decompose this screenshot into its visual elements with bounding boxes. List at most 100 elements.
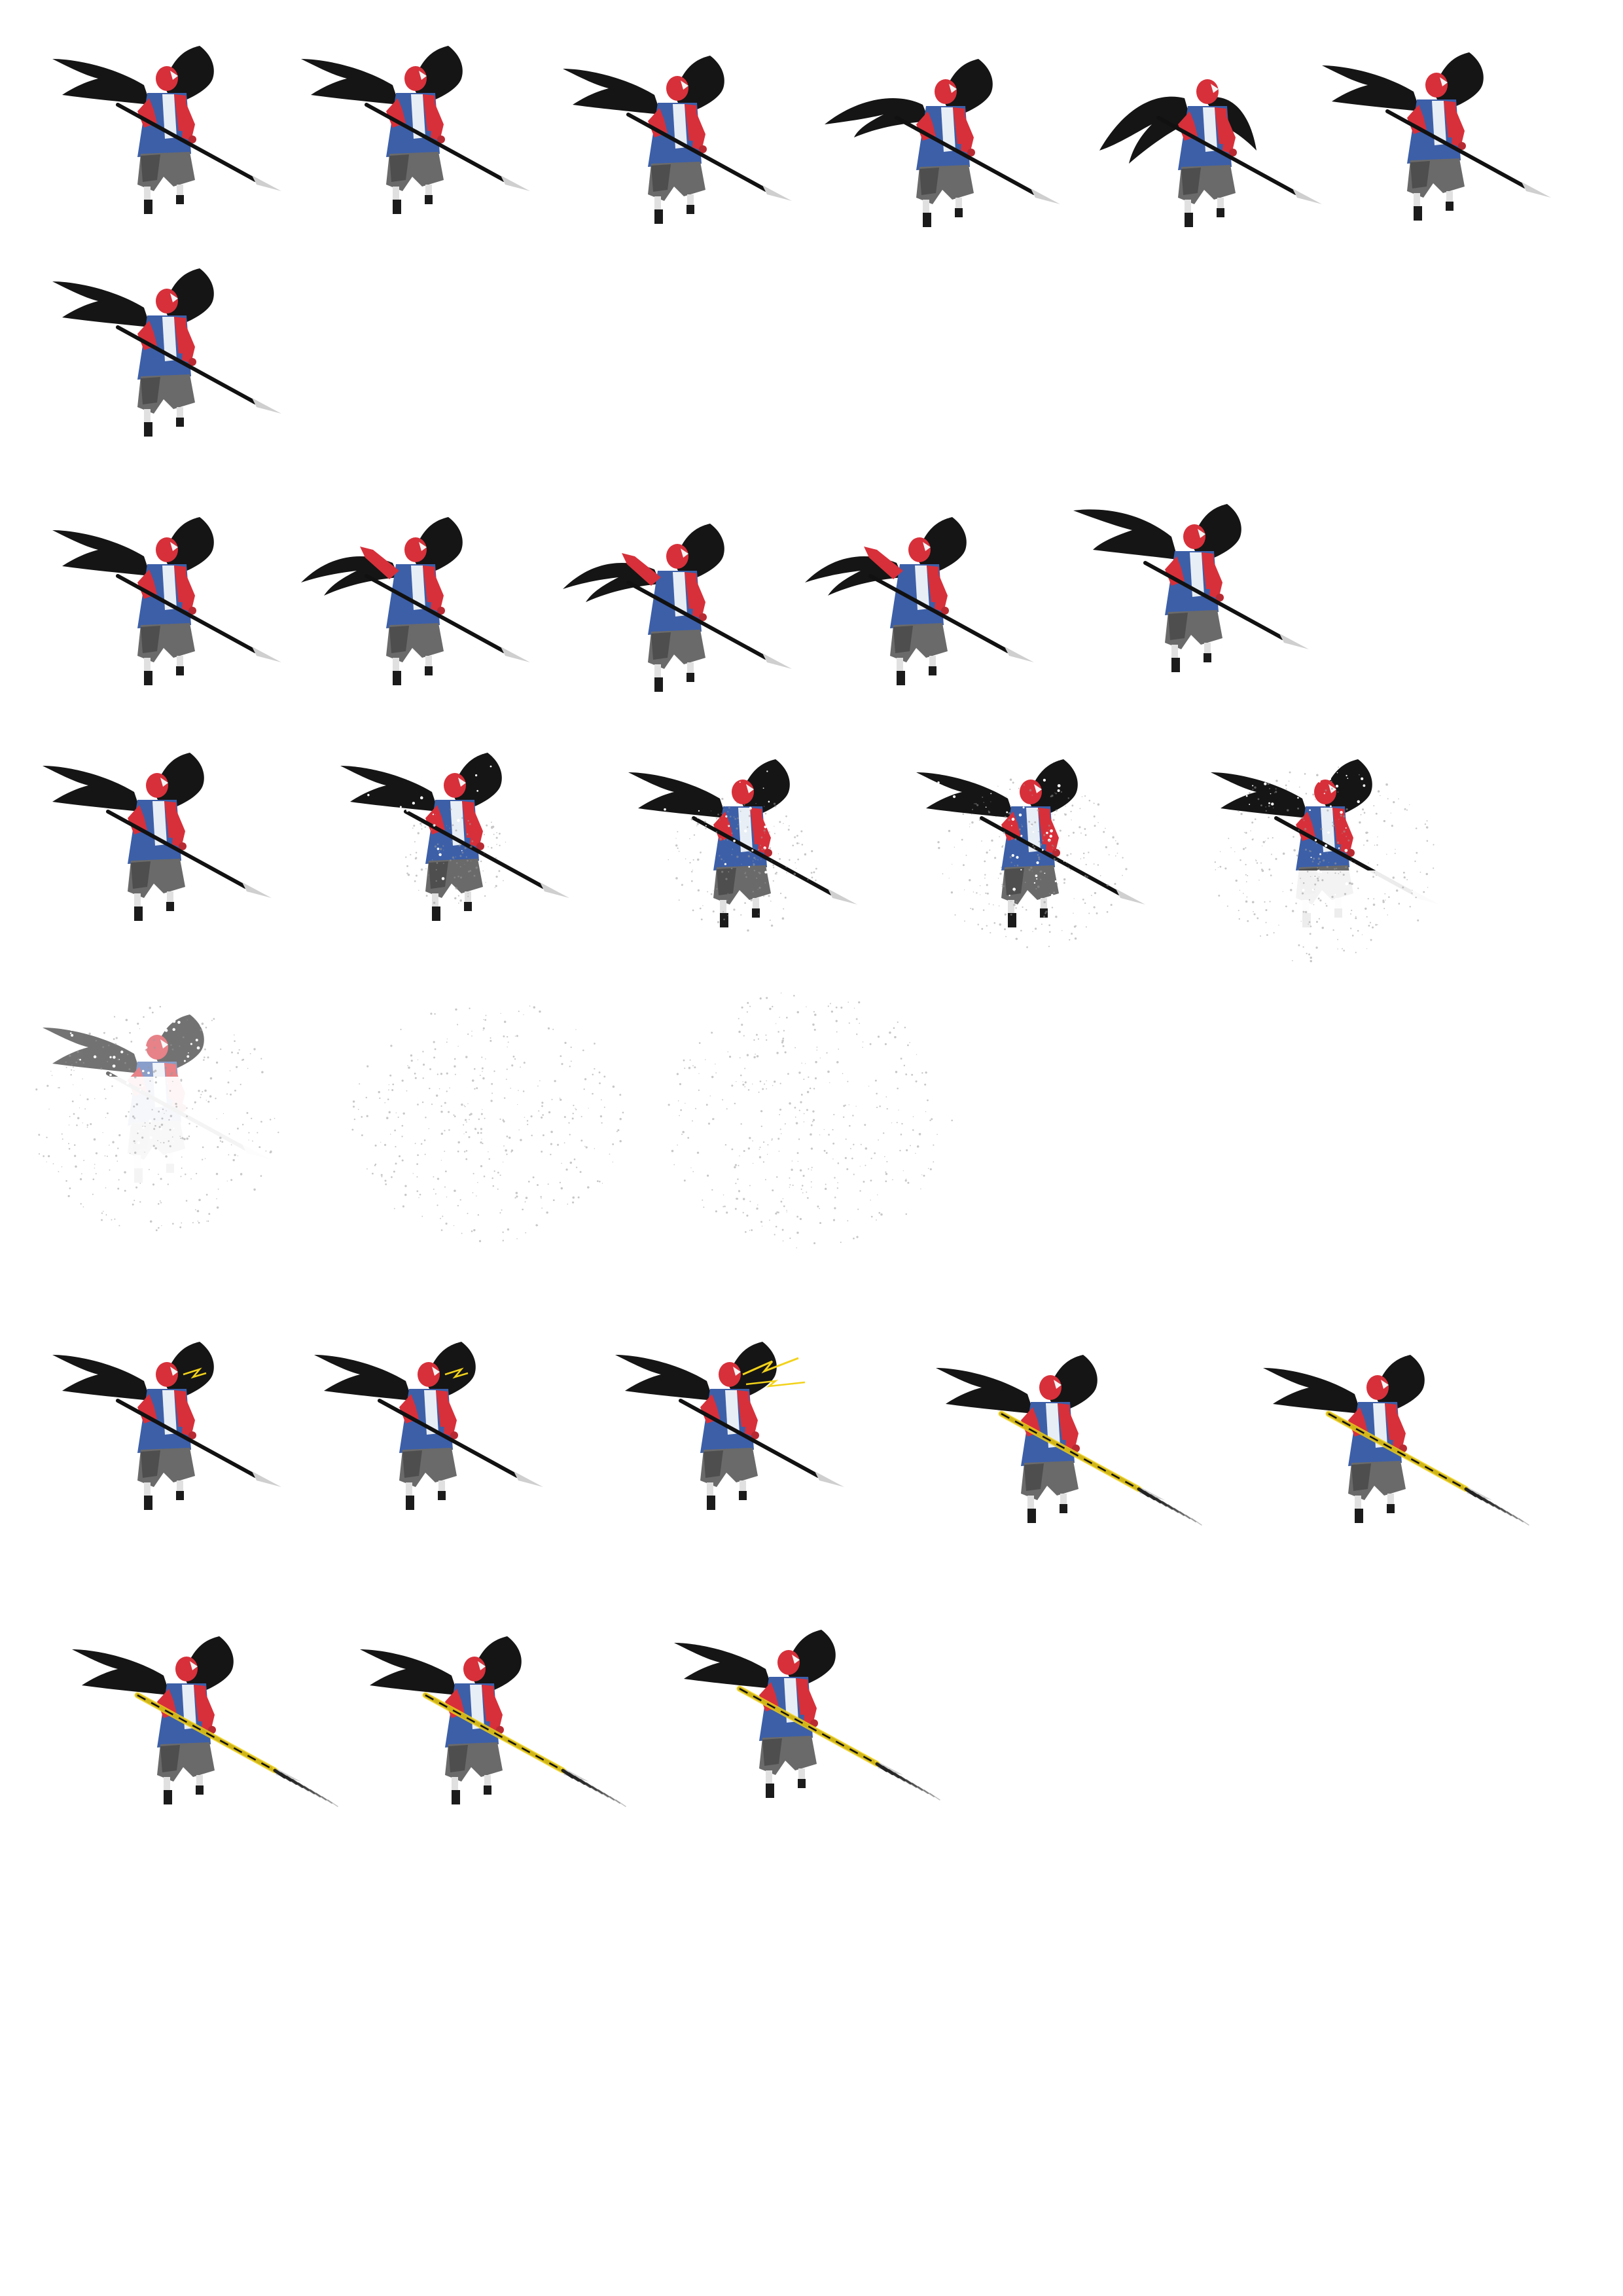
character [314, 1342, 543, 1510]
dissolve-sprite [43, 753, 272, 921]
lightning-spear-sprite [360, 1636, 626, 1807]
right-arm [1452, 106, 1465, 147]
lightning-spear-sprite [674, 1630, 940, 1801]
spear-shaft [404, 810, 545, 889]
wings [805, 517, 967, 596]
left-wing [340, 766, 438, 812]
spear-shaft [116, 103, 257, 182]
head [1020, 780, 1042, 804]
head [175, 1657, 198, 1681]
boot [766, 1784, 774, 1798]
boot [144, 1496, 152, 1510]
head [156, 289, 178, 314]
lightning-spear-sprite [615, 1342, 844, 1510]
head [156, 66, 178, 91]
wings [314, 1342, 476, 1401]
boot [654, 209, 663, 224]
spear-tip [242, 882, 272, 898]
lightning-effect [444, 1367, 469, 1379]
character [1322, 52, 1551, 221]
spear-tip [501, 647, 530, 662]
left-wing [1322, 65, 1420, 111]
left-wing [314, 1355, 412, 1401]
boot [897, 671, 905, 685]
ink-trail [273, 1768, 338, 1807]
head [908, 537, 931, 562]
character [301, 517, 530, 685]
right-arm [470, 806, 483, 848]
wings [52, 517, 214, 576]
spear-tip [1031, 188, 1060, 204]
wings [674, 1630, 836, 1689]
head [463, 1657, 486, 1681]
dissolve-sprite [628, 759, 857, 932]
right-wing [452, 753, 502, 812]
left-wing [43, 1028, 141, 1073]
right-arm [1340, 813, 1353, 854]
left-wing [916, 772, 1014, 818]
dust-particles [1214, 766, 1435, 963]
dust-particles [405, 808, 507, 905]
character [52, 46, 281, 214]
left-wing [563, 69, 661, 115]
spear-tip [252, 398, 281, 414]
right-wing [916, 517, 967, 576]
character [301, 46, 530, 214]
right-arm [182, 99, 195, 141]
spear-shaft [626, 113, 768, 192]
head [444, 773, 466, 798]
boot [1171, 658, 1180, 672]
spear-shaft [116, 574, 257, 653]
spear-tip [762, 185, 792, 201]
boot [1355, 1509, 1363, 1523]
right-arm [431, 99, 444, 141]
dust-particles [668, 992, 953, 1249]
right-wing [164, 46, 214, 105]
character [916, 759, 1145, 927]
boot [1008, 913, 1016, 927]
lightning-effect [422, 1692, 626, 1807]
right-arm [1222, 113, 1236, 154]
right-wing [164, 268, 214, 327]
right-wing [674, 524, 724, 583]
wings [936, 1355, 1097, 1414]
dissolve-sprite [351, 1005, 624, 1242]
lightning-effect [736, 1685, 940, 1801]
right-wing [183, 1636, 234, 1695]
right-arm [961, 113, 974, 154]
spear-tip [252, 1471, 281, 1487]
lightning-spear-sprite [72, 1636, 338, 1807]
wings [563, 524, 724, 602]
ink-trail [1137, 1487, 1202, 1526]
head [666, 544, 688, 569]
left-wing [674, 1643, 772, 1689]
boot [1414, 206, 1422, 221]
right-arm [692, 109, 705, 151]
spear-shaft [692, 816, 833, 895]
dissolve-sprite [1204, 759, 1453, 1001]
spear-shaft [868, 574, 1010, 653]
wing-flap-sprite [563, 524, 792, 692]
ink-trail [875, 1762, 940, 1801]
boot [144, 671, 152, 685]
left-wing [301, 59, 399, 105]
spear-tip [1293, 188, 1322, 204]
wings [52, 1342, 214, 1401]
wings [563, 56, 724, 115]
spear-tip [514, 1471, 543, 1487]
idle-sprite [52, 268, 281, 437]
left-wing [1263, 1368, 1361, 1414]
lightning-effect [742, 1357, 806, 1388]
character [805, 517, 1034, 685]
right-wing [1322, 759, 1372, 818]
character [43, 753, 272, 921]
right-arm [1046, 813, 1059, 854]
spear-shaft [116, 325, 257, 404]
spear-tip [762, 653, 792, 669]
boot [134, 906, 143, 921]
character [628, 759, 857, 927]
boot [432, 906, 440, 921]
boot [923, 213, 931, 227]
boot [707, 1496, 715, 1510]
ink-trail [1464, 1487, 1529, 1526]
